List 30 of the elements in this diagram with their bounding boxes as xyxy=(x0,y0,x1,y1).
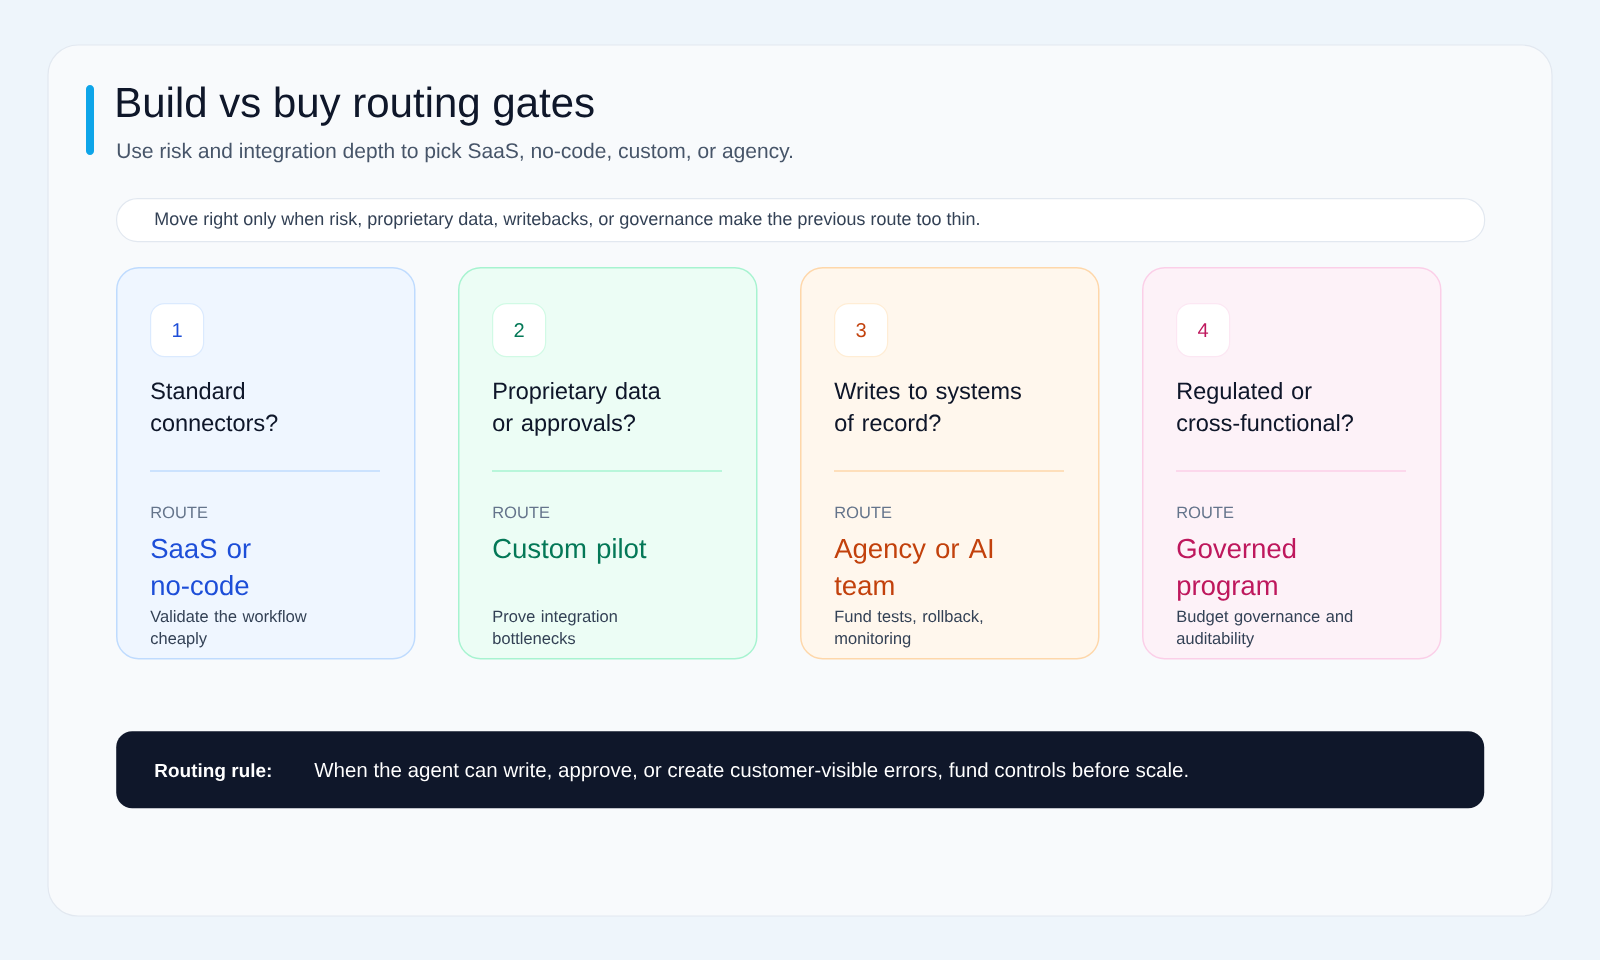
number-badge: 4 xyxy=(1176,303,1231,358)
route-description: Prove integration bottlenecks xyxy=(493,610,617,645)
question-text: Proprietary data or approvals? xyxy=(493,382,661,436)
route-card xyxy=(116,267,416,660)
route-card xyxy=(1142,267,1442,660)
section-label: ROUTE xyxy=(151,506,208,519)
number-badge: 2 xyxy=(492,303,547,358)
section-label: ROUTE xyxy=(1177,506,1234,519)
route-name: Governed program xyxy=(1177,538,1296,601)
route-description: Validate the workflow cheaply xyxy=(150,610,307,648)
rule-bar xyxy=(116,731,1485,809)
question-text: Standard connectors? xyxy=(151,382,278,432)
rule-text: When the agent can write, approve, or create customer-visible errors, fund controls before scale. xyxy=(314,762,1188,782)
number-badge: 3 xyxy=(834,303,889,358)
route-description: Fund tests, rollback, monitoring xyxy=(835,610,983,648)
route-name: Agency or AI team xyxy=(834,539,993,596)
section-label: ROUTE xyxy=(835,506,892,519)
section-label: ROUTE xyxy=(493,506,550,519)
number-badge: 1 xyxy=(150,303,205,358)
route-card xyxy=(458,267,758,660)
question-text: Regulated or cross-functional? xyxy=(1177,382,1353,432)
question-text: Writes to systems of record? xyxy=(834,382,1021,432)
note-banner: Move right only when risk, proprietary data, writebacks, or governance make the previous route too thin. xyxy=(116,198,1486,243)
subtitle: Use risk and integration depth to pick SaaS, no-code, custom, or agency. xyxy=(117,142,792,163)
route-description: Budget governance and auditability xyxy=(1176,610,1353,648)
route-name: SaaS or no-code xyxy=(151,538,251,596)
route-name: Custom pilot xyxy=(493,538,647,564)
title: Build vs buy routing gates xyxy=(117,86,594,126)
route-card xyxy=(800,267,1100,660)
rule-heading: Routing rule: xyxy=(155,763,271,782)
